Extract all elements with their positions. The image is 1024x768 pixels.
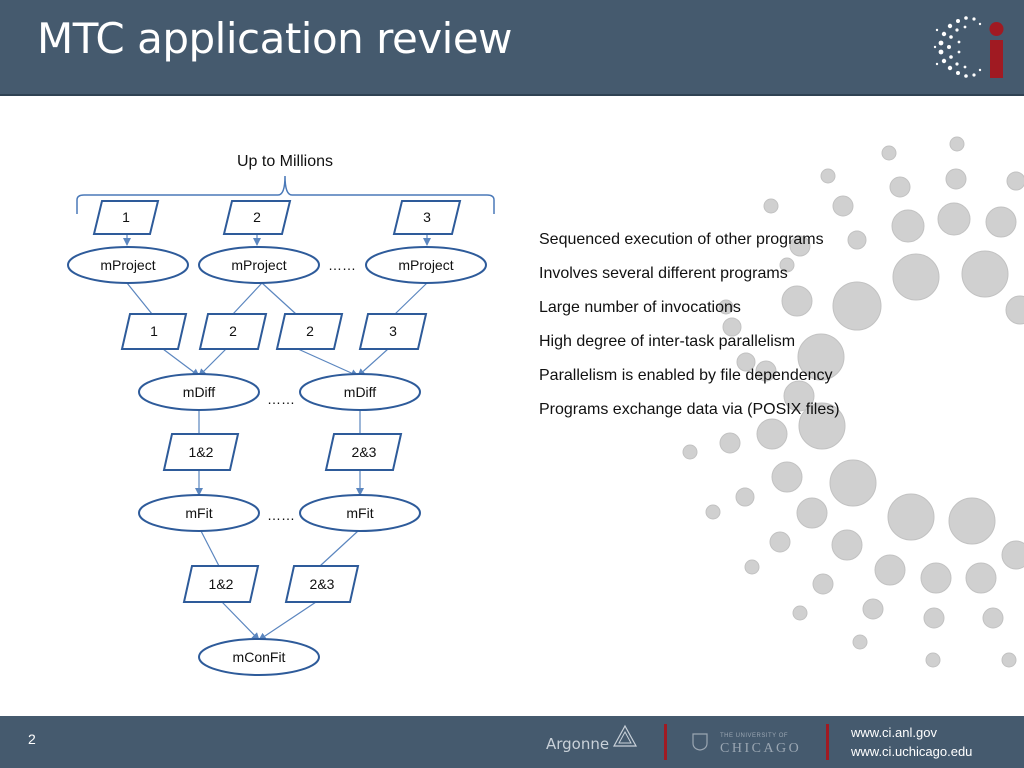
file-label: 1 — [150, 323, 158, 339]
top-label: Up to Millions — [237, 153, 333, 170]
feature-item: Programs exchange data via (POSIX files) — [539, 401, 840, 418]
edge — [394, 282, 428, 315]
edge — [162, 348, 200, 377]
process-label: mFit — [346, 505, 373, 521]
footer-divider — [664, 724, 667, 760]
process-node-mfit — [299, 494, 421, 532]
argonne-logo-text: Argonne — [546, 735, 610, 753]
process-node-mconfit — [198, 638, 320, 676]
file-node — [358, 313, 428, 350]
process-node-mdiff — [299, 373, 421, 411]
process-label: mConFit — [233, 649, 286, 665]
file-label: 2 — [229, 323, 237, 339]
feature-list: Sequenced execution of other programs In… — [539, 228, 840, 432]
edge — [297, 348, 359, 377]
file-node — [92, 200, 160, 235]
edge — [258, 601, 317, 641]
header-bar: MTC application review — [0, 0, 1024, 96]
edge — [232, 282, 263, 315]
ellipsis: …… — [328, 257, 356, 273]
feature-item: High degree of inter-task parallelism — [539, 333, 796, 350]
edge — [319, 530, 359, 567]
file-node — [198, 313, 268, 350]
edge — [357, 348, 389, 377]
process-label: mProject — [100, 257, 155, 273]
footer-urls: www.ci.anl.gov www.ci.uchicago.edu — [851, 723, 972, 761]
url-anl[interactable]: www.ci.anl.gov — [851, 725, 937, 740]
edge — [126, 282, 153, 315]
brace — [76, 175, 495, 214]
file-label: 1&2 — [189, 444, 214, 460]
file-node — [275, 313, 344, 350]
process-label: mProject — [398, 257, 453, 273]
ellipsis: …… — [267, 507, 295, 523]
file-node — [120, 313, 188, 350]
ci-logo — [933, 16, 1004, 78]
file-node — [392, 200, 462, 235]
process-node-mproject — [365, 246, 487, 284]
process-node-mdiff — [138, 373, 260, 411]
edge — [261, 282, 297, 315]
uchicago-logo-text: CHICAGO — [720, 741, 802, 756]
file-node — [284, 565, 360, 603]
feature-item: Large number of invocations — [539, 299, 741, 316]
process-node-mfit — [138, 494, 260, 532]
file-node — [162, 433, 240, 471]
process-label: mDiff — [183, 384, 216, 400]
argonne-logo-icon — [612, 724, 638, 747]
process-label: mFit — [185, 505, 212, 521]
footer-divider — [826, 724, 829, 760]
process-node-mproject — [67, 246, 189, 284]
slide-title: MTC application review — [37, 14, 513, 63]
url-uchicago[interactable]: www.ci.uchicago.edu — [851, 744, 973, 759]
file-node — [182, 565, 260, 603]
file-label: 1 — [122, 209, 130, 225]
process-label: mProject — [231, 257, 286, 273]
feature-item: Sequenced execution of other programs — [539, 231, 824, 248]
process-node-mproject — [198, 246, 320, 284]
edge — [200, 530, 220, 567]
page-number: 2 — [28, 731, 36, 747]
file-label: 2 — [306, 323, 314, 339]
file-label: 2&3 — [352, 444, 377, 460]
feature-item: Parallelism is enabled by file dependenc… — [539, 367, 833, 384]
edge — [221, 601, 260, 641]
file-label: 2 — [253, 209, 261, 225]
feature-item: Involves several different programs — [539, 265, 788, 282]
file-label: 3 — [423, 209, 431, 225]
process-label: mDiff — [344, 384, 377, 400]
file-label: 3 — [389, 323, 397, 339]
file-label: 2&3 — [310, 576, 335, 592]
file-node — [222, 200, 292, 235]
ellipsis: …… — [267, 391, 295, 407]
footer-bar — [0, 716, 1024, 768]
uchicago-shield-icon — [692, 733, 708, 751]
uchicago-logo-small: THE UNIVERSITY OF — [720, 733, 789, 739]
edge — [198, 348, 227, 377]
edges — [123, 234, 431, 641]
file-node — [324, 433, 403, 471]
file-label: 1&2 — [209, 576, 234, 592]
